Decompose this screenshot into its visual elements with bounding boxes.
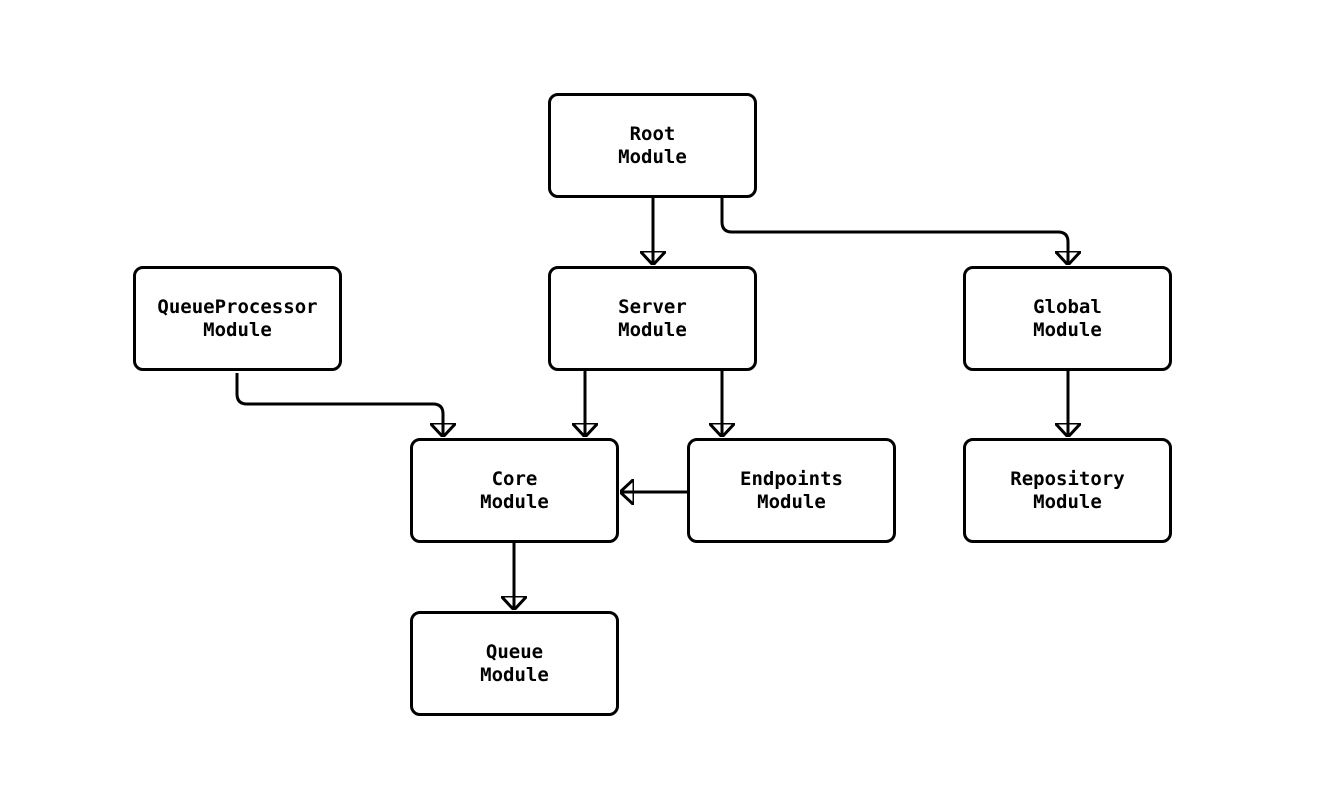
node-queue-module-name: Queue	[485, 640, 544, 663]
edge-queueprocessor-to-core	[235, 373, 443, 435]
node-queue-module-suffix: Module	[480, 663, 549, 686]
node-global-module: Global Module	[963, 266, 1172, 371]
node-queueprocessor-module: QueueProcessor Module	[133, 266, 342, 371]
node-server-module: Server Module	[548, 266, 757, 371]
node-core-module-suffix: Module	[480, 490, 549, 513]
node-endpoints-module-name: Endpoints	[740, 467, 843, 490]
node-repository-module: Repository Module	[963, 438, 1172, 543]
node-endpoints-module: Endpoints Module	[687, 438, 896, 543]
node-queueprocessor-module-name: QueueProcessor	[157, 295, 318, 318]
node-queue-module: Queue Module	[410, 611, 619, 716]
node-root-module-suffix: Module	[618, 145, 687, 168]
node-global-module-name: Global	[1033, 295, 1102, 318]
node-repository-module-name: Repository	[1010, 467, 1125, 490]
node-global-module-suffix: Module	[1033, 318, 1102, 341]
node-repository-module-suffix: Module	[1033, 490, 1102, 513]
edge-root-to-global	[720, 198, 1068, 263]
node-core-module-name: Core	[491, 467, 538, 490]
node-queueprocessor-module-suffix: Module	[203, 318, 272, 341]
node-endpoints-module-suffix: Module	[757, 490, 826, 513]
node-server-module-suffix: Module	[618, 318, 687, 341]
node-server-module-name: Server	[618, 295, 687, 318]
node-root-module: Root Module	[548, 93, 757, 198]
node-core-module: Core Module	[410, 438, 619, 543]
node-root-module-name: Root	[629, 122, 676, 145]
